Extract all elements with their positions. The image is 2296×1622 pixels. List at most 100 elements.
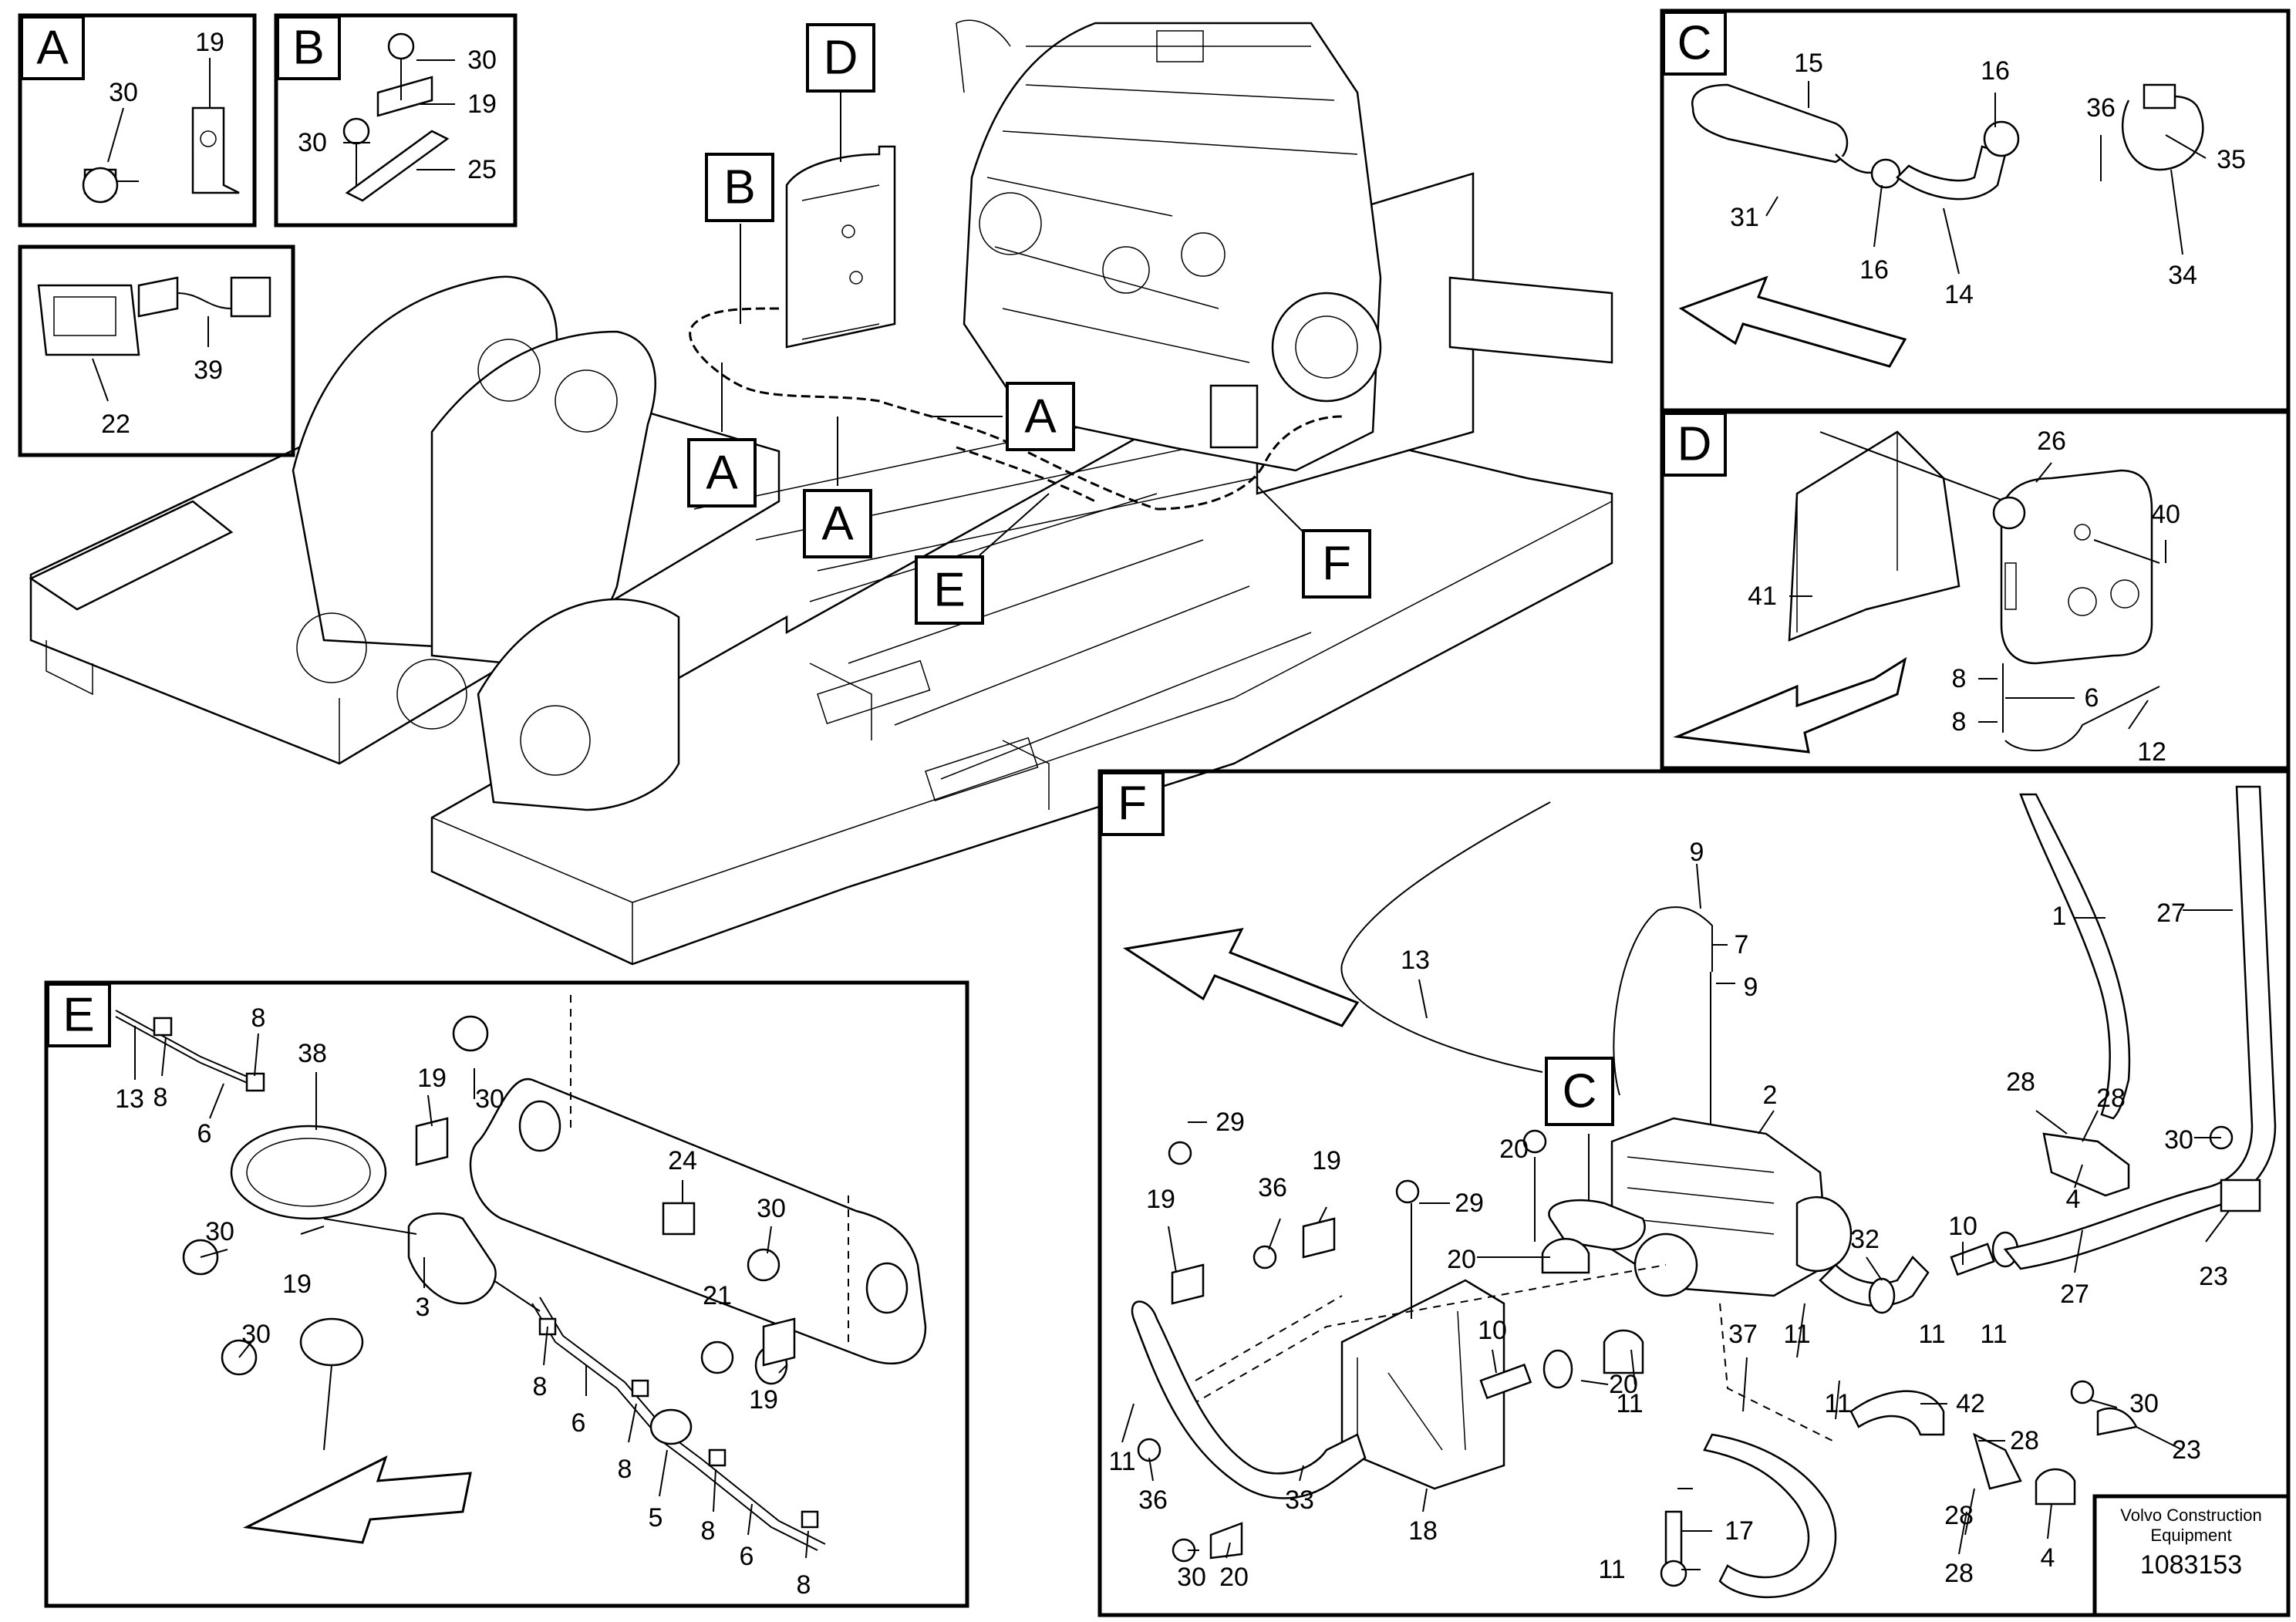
part-label: 6: [740, 1542, 754, 1571]
panel-f-tag[interactable]: [1100, 771, 1165, 836]
part-label: 31: [1730, 203, 1759, 232]
main-callout-e[interactable]: [915, 555, 984, 625]
panel-controller-kit: 22 39: [18, 244, 295, 457]
panel-f-callout-c[interactable]: [1545, 1057, 1614, 1126]
main-callout-a3-text: A: [821, 497, 854, 551]
part-label: 20: [1499, 1135, 1529, 1164]
part-label: 2: [1763, 1081, 1778, 1110]
part-label: 17: [1725, 1516, 1754, 1546]
part-label: 9: [1744, 973, 1758, 1002]
part-label: 30: [475, 1084, 504, 1114]
part-label: 11: [1598, 1555, 1625, 1584]
part-label: 11: [1824, 1389, 1851, 1418]
panel-c: C 15 16 36 35 31 16 14 34: [1660, 8, 2291, 413]
part-label: 30: [757, 1194, 786, 1223]
part-label: 20: [1447, 1245, 1476, 1274]
part-label: 6: [197, 1119, 212, 1148]
main-callout-f[interactable]: [1302, 529, 1371, 599]
main-callout-b-text: B: [723, 161, 755, 214]
direction-arrow: [1673, 656, 1907, 754]
main-callout-e-text: E: [933, 564, 965, 617]
part-label: 30: [2129, 1389, 2159, 1418]
main-callout-a2-text: A: [1024, 390, 1057, 443]
part-label: 24: [668, 1146, 697, 1175]
panel-c-tag-text: C: [1677, 17, 1712, 70]
panel-e-tag-text: E: [62, 989, 94, 1042]
part-label: 41: [1748, 582, 1777, 611]
part-label: 3: [416, 1293, 430, 1322]
part-label: 8: [153, 1083, 168, 1112]
part-label: 36: [1258, 1173, 1287, 1202]
part-label: 13: [1401, 946, 1430, 975]
part-label: 28: [2096, 1084, 2126, 1113]
panel-a-tag[interactable]: [20, 15, 85, 80]
panel-b-tag[interactable]: [276, 15, 341, 80]
part-label: 11: [1616, 1389, 1643, 1418]
part-label: 40: [2151, 500, 2180, 529]
part-label: 15: [1794, 49, 1823, 78]
part-label: 37: [1728, 1320, 1758, 1349]
part-label: 4: [2041, 1543, 2055, 1573]
footer-block: Volvo Construction Equipment 1083153: [2092, 1494, 2291, 1617]
direction-arrow: [1678, 275, 1907, 368]
part-label: 23: [2172, 1435, 2201, 1465]
part-label: 19: [749, 1385, 778, 1415]
part-label: 28: [1944, 1501, 1974, 1530]
part-label: 30: [109, 78, 138, 107]
part-label: 9: [1690, 838, 1704, 867]
part-label: 23: [2199, 1262, 2228, 1291]
part-label: 8: [533, 1372, 548, 1401]
main-callout-group: B D A A A E F: [687, 23, 1371, 625]
main-callout-f-text: F: [1322, 538, 1351, 591]
brand-line-1: Volvo Construction: [2120, 1506, 2261, 1525]
part-label: 7: [1735, 930, 1749, 959]
main-callout-a2[interactable]: [1006, 382, 1075, 451]
part-label: 30: [1177, 1563, 1206, 1592]
part-label: 20: [1609, 1370, 1638, 1399]
part-label: 11: [1783, 1320, 1810, 1349]
part-label: 10: [1478, 1316, 1507, 1345]
direction-arrow: [1122, 928, 1360, 1027]
part-label: 8: [701, 1516, 716, 1546]
part-label: 33: [1285, 1485, 1314, 1515]
part-label: 16: [1859, 255, 1889, 285]
main-callout-d[interactable]: [806, 23, 875, 93]
panel-c-tag[interactable]: [1662, 11, 1727, 76]
part-label: 26: [2037, 427, 2066, 456]
part-label: 28: [2006, 1067, 2035, 1097]
drawing-number: 1083153: [2140, 1550, 2242, 1580]
part-label: 16: [1981, 56, 2010, 86]
part-label: 18: [1408, 1516, 1438, 1546]
panel-d: D 26 40 41 8 6 8 12: [1660, 410, 2291, 771]
part-label: 14: [1944, 280, 1974, 309]
part-label: 19: [195, 28, 224, 57]
panel-f-callout-c-text: C: [1563, 1065, 1597, 1118]
part-label: 29: [1215, 1108, 1245, 1137]
part-label: 11: [1108, 1447, 1135, 1476]
part-label: 8: [1952, 664, 1967, 693]
part-label: 13: [115, 1084, 144, 1114]
panel-d-tag[interactable]: [1662, 412, 1727, 477]
part-label: 34: [2168, 261, 2197, 290]
part-label: 32: [1850, 1225, 1880, 1254]
panel-b: B 30 19 30 25: [274, 13, 518, 228]
part-label: 38: [298, 1039, 327, 1068]
main-callout-a1[interactable]: [687, 438, 757, 508]
part-label: 29: [1455, 1189, 1484, 1218]
panel-e-tag[interactable]: [46, 983, 111, 1047]
panel-a: A 19 30: [18, 13, 257, 228]
part-label: 25: [467, 155, 497, 184]
main-callout-d-text: D: [824, 32, 858, 85]
panel-b-tag-text: B: [292, 22, 324, 75]
main-callout-b[interactable]: [705, 153, 774, 222]
panel-a-tag-text: A: [36, 22, 69, 75]
part-label: 8: [1952, 707, 1967, 737]
part-label: 10: [1948, 1212, 1977, 1241]
main-callout-a3[interactable]: [803, 489, 872, 558]
panel-d-tag-text: D: [1677, 418, 1712, 471]
panel-e: E: [44, 980, 969, 1608]
part-label: 27: [2060, 1280, 2089, 1309]
part-label: 11: [1980, 1320, 2007, 1349]
part-label: 30: [298, 128, 327, 157]
